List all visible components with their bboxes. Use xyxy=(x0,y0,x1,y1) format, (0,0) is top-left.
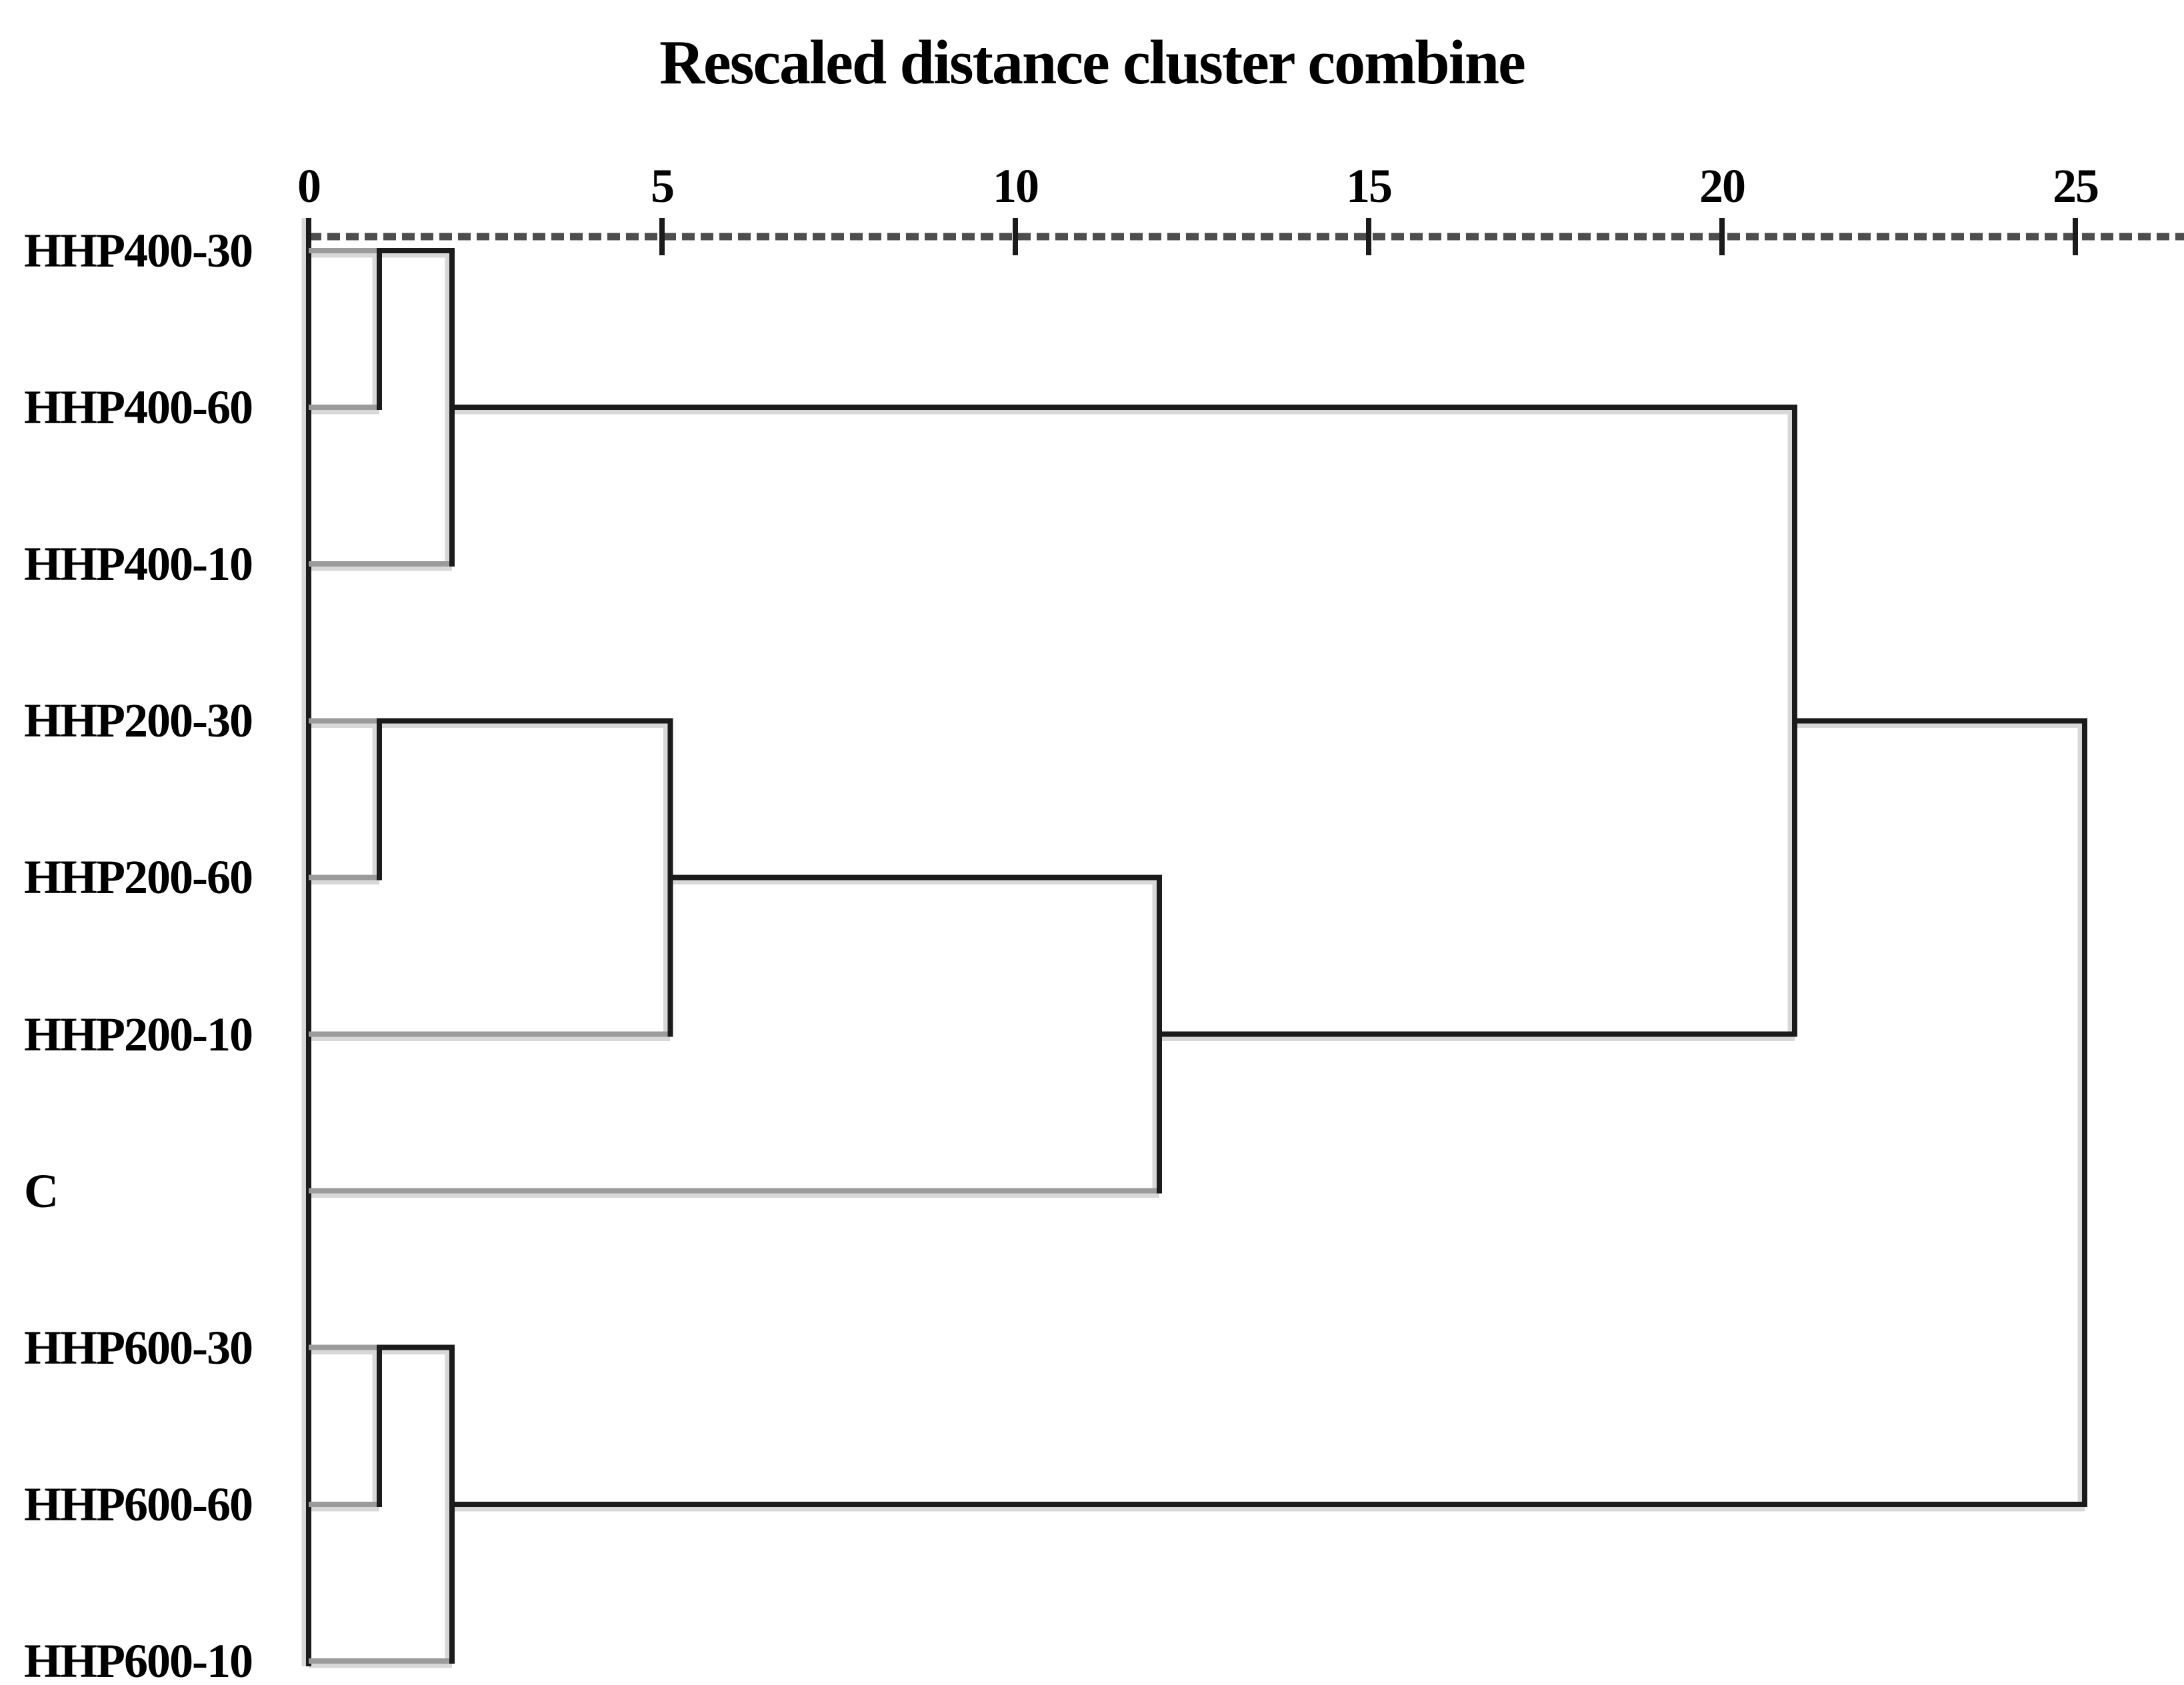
leaf-label-hhp600-30: HHP600-30 xyxy=(24,1320,253,1374)
leaf-label-hhp200-10: HHP200-10 xyxy=(24,1007,253,1061)
leaf-label-hhp400-10: HHP400-10 xyxy=(24,537,253,591)
leaf-label-hhp200-30: HHP200-30 xyxy=(24,694,253,748)
leaf-label-hhp400-60: HHP400-60 xyxy=(24,381,253,435)
axis-tick-label-20: 20 xyxy=(1699,159,1746,213)
axis-tick-label-25: 25 xyxy=(2053,159,2099,213)
leaf-label-c: C xyxy=(24,1164,59,1218)
leaf-label-hhp600-10: HHP600-10 xyxy=(24,1634,253,1685)
axis-tick-label-0: 0 xyxy=(297,159,321,213)
axis-tick-label-5: 5 xyxy=(651,159,675,213)
chart-title: Rescaled distance cluster combine xyxy=(659,28,1526,97)
axis-tick-label-15: 15 xyxy=(1346,159,1393,213)
leaf-label-hhp600-60: HHP600-60 xyxy=(24,1477,253,1531)
axis-tick-label-10: 10 xyxy=(993,159,1039,213)
leaf-label-hhp200-60: HHP200-60 xyxy=(24,850,253,904)
leaf-label-hhp400-30: HHP400-30 xyxy=(24,224,253,277)
